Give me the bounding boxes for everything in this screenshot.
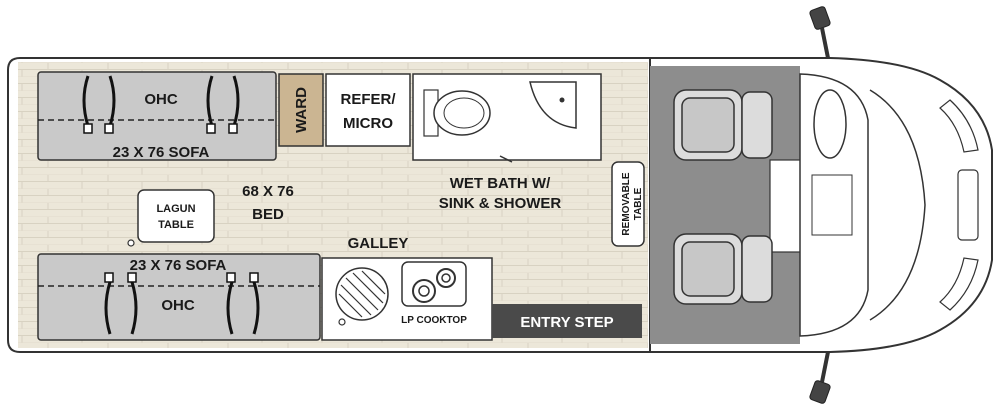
lp-cooktop-label: LP COOKTOP (401, 315, 467, 326)
wetbath-label-line2: SINK & SHOWER (439, 195, 562, 212)
ohc-bottom-label: OHC (161, 297, 195, 314)
bed-label-line2: BED (252, 206, 284, 223)
seatbelt-icons-top (82, 75, 240, 127)
lagun-label-line2: TABLE (158, 219, 194, 231)
refer-label-line2: MICRO (343, 115, 393, 132)
lagun-mount (127, 239, 135, 247)
entry-step-label: ENTRY STEP (520, 314, 613, 331)
burner-2-inner (441, 273, 451, 283)
refer-label-line1: REFER/ (340, 91, 396, 108)
sink-grate-icon (338, 270, 386, 318)
lagun-table (137, 189, 215, 243)
headlight-top (939, 99, 979, 153)
driver-seat-icon (673, 89, 773, 161)
buckle-icons-top (83, 123, 238, 134)
drain-icon (559, 97, 565, 103)
mirror-bottom-icon (809, 351, 831, 404)
faucet-icon (338, 318, 346, 326)
burner-1-inner (418, 285, 430, 297)
sofa-bottom-label: 23 X 76 SOFA (130, 257, 227, 274)
wardrobe (278, 73, 324, 147)
toilet-bowl-inner (443, 97, 485, 129)
refer-micro (325, 73, 411, 147)
entry-step (492, 304, 642, 338)
bath-sink-icon (529, 81, 577, 129)
mirror-top-icon (809, 6, 831, 59)
lagun-label-line1: LAGUN (156, 203, 195, 215)
removable-label-line2: TABLE (633, 187, 644, 220)
wetbath-label-line1: WET BATH W/ (450, 175, 551, 192)
removable-table (611, 161, 645, 247)
buckle-icons-bottom (104, 272, 259, 283)
ohc-top-label: OHC (144, 91, 178, 108)
removable-label-line1: REMOVABLE (621, 172, 632, 235)
dash-panel-center (811, 174, 853, 236)
sofa-top (37, 71, 277, 161)
passenger-seat-icon (673, 233, 773, 305)
cooktop (401, 261, 467, 307)
grille (957, 169, 979, 241)
galley-label: GALLEY (348, 235, 409, 252)
headlight-bottom (939, 257, 979, 311)
windshield (869, 89, 926, 321)
seatbelt-icons-bottom (104, 281, 260, 335)
bath-divider (499, 155, 513, 163)
sofa-top-label: 23 X 76 SOFA (113, 144, 210, 161)
steering-wheel-icon (813, 89, 847, 159)
bed-label-line1: 68 X 76 (242, 183, 294, 200)
ward-label: WARD (293, 87, 310, 133)
